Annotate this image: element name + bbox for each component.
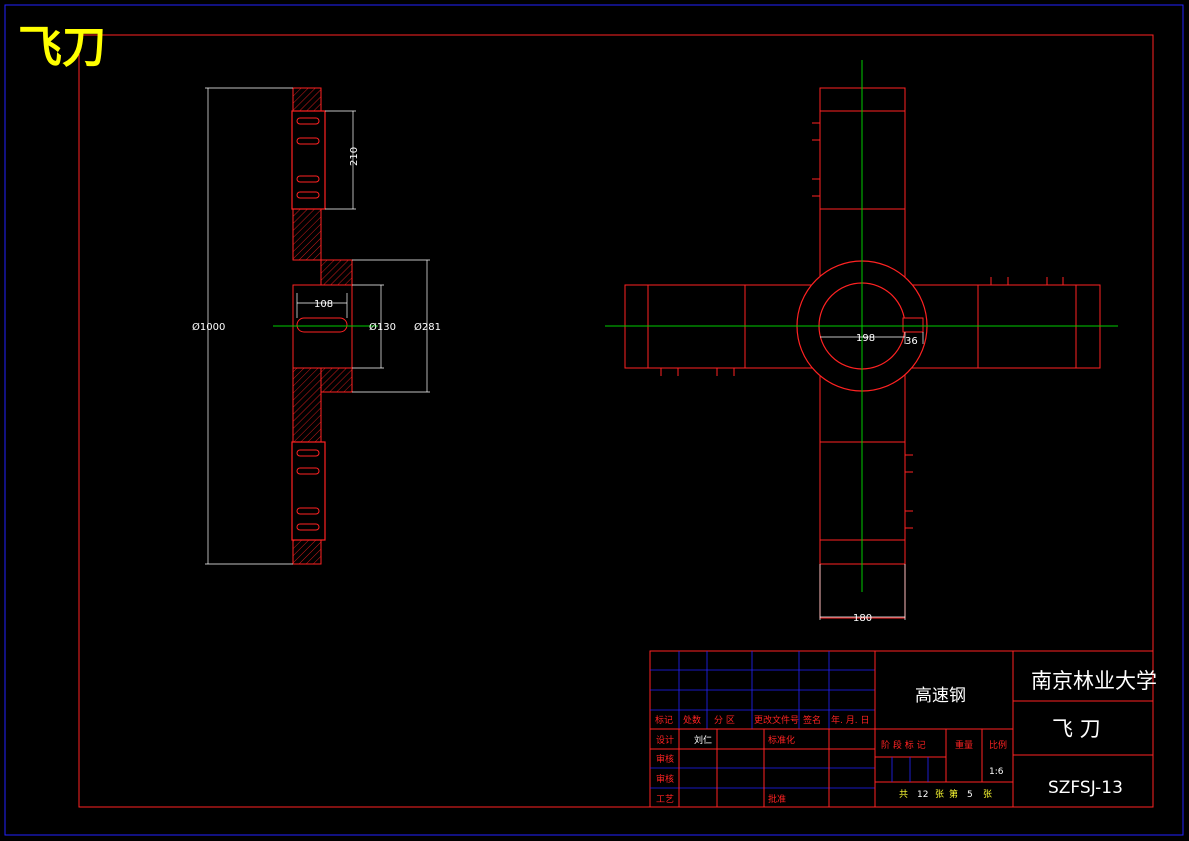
title-block: 标记 处数 分 区 更改文件号 签名 年. 月. 日 设计 刘仁 标准化 审核 … — [649, 650, 1157, 808]
dim-diameter-281: Ø281 — [414, 321, 441, 333]
side-section-view: Ø1000 210 108 Ø130 Ø281 — [192, 87, 441, 565]
tb-process-label: 工艺 — [656, 794, 674, 805]
drawing-title: 飞刀 — [18, 22, 106, 73]
tb-gong: 共 — [899, 789, 908, 800]
tb-header-date: 年. 月. 日 — [831, 714, 869, 726]
dim-180: 180 — [853, 613, 872, 624]
tb-designer: 刘仁 — [694, 734, 712, 746]
tb-material: 高速钢 — [915, 686, 966, 706]
tb-check-label: 审核 — [656, 753, 674, 765]
tb-header-count: 处数 — [683, 714, 701, 726]
outer-border — [4, 4, 1184, 836]
dim-210: 210 — [349, 147, 360, 166]
dim-diameter-1000: Ø1000 — [192, 321, 225, 333]
dim-36: 36 — [905, 336, 918, 347]
tb-approval-label: 批准 — [768, 793, 786, 805]
tb-school: 南京林业大学 — [1031, 669, 1157, 693]
dim-198: 198 — [856, 333, 875, 344]
tb-header-doc: 更改文件号 — [754, 714, 799, 726]
tb-di: 第 — [949, 788, 958, 800]
tb-drawing-number: SZFSJ-13 — [1048, 778, 1123, 798]
tb-standardize-label: 标准化 — [768, 734, 795, 746]
tb-part-name: 飞 刀 — [1052, 717, 1101, 741]
inner-border — [78, 34, 1154, 808]
tb-zhang: 张 — [935, 789, 944, 800]
tb-weight-label: 重量 — [955, 739, 973, 751]
front-view: 198 36 180 — [605, 60, 1118, 624]
tb-approve-label: 审核 — [656, 773, 674, 785]
tb-scale: 1:6 — [989, 767, 1004, 777]
tb-design-label: 设计 — [656, 734, 674, 746]
tb-zhang2: 张 — [983, 789, 992, 800]
tb-scale-label: 比例 — [989, 739, 1007, 751]
tb-header-zone: 分 区 — [714, 715, 735, 726]
tb-header-sign: 签名 — [803, 714, 821, 726]
tb-stage-label: 阶 段 标 记 — [881, 739, 926, 751]
dim-108: 108 — [314, 299, 333, 310]
dim-diameter-130: Ø130 — [369, 321, 396, 333]
tb-sheets-total: 12 — [917, 790, 928, 800]
tb-header-mark: 标记 — [655, 714, 673, 726]
tb-sheet-number: 5 — [967, 790, 973, 800]
